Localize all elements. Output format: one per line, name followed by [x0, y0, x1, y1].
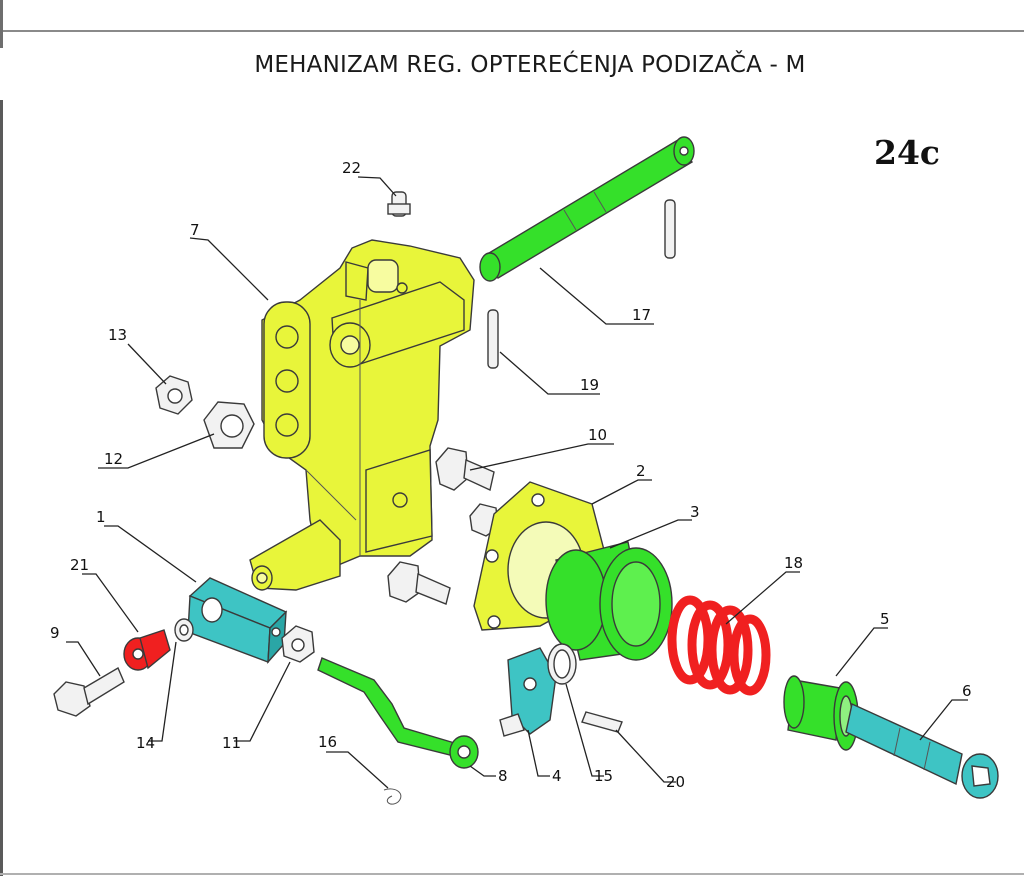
part-11-nut: [281, 625, 315, 663]
part-21-fitting: [123, 629, 171, 671]
part-15-ring: [547, 643, 577, 685]
callout-19: 19: [580, 376, 599, 394]
part-5-sleeve: [783, 675, 859, 751]
callout-numbers: 22 7 13 12 17 19 10 2 3 18 5 6 1 21 9 14…: [50, 159, 972, 791]
frame-left-line-lower: [0, 100, 3, 876]
part-3-cylinder: [545, 541, 673, 661]
callout-16: 16: [318, 733, 337, 751]
part-18-spring: [667, 595, 771, 696]
part-7-housing: [249, 239, 475, 591]
callout-18: 18: [784, 554, 803, 572]
callout-6: 6: [962, 682, 972, 700]
part-6-bolt: [845, 703, 999, 799]
part-8-link-rod: [317, 657, 479, 769]
bolt-lower: [387, 561, 451, 605]
callout-10: 10: [588, 426, 607, 444]
diagram-title: MEHANIZAM REG. OPTEREĆENJA PODIZAČA - M: [254, 52, 806, 78]
callout-12: 12: [104, 450, 123, 468]
frame-bottom-line: [0, 873, 1024, 875]
pin-near-17: [664, 199, 676, 259]
part-19-pin: [487, 309, 499, 369]
callout-7: 7: [190, 221, 200, 239]
part-12-flange-nut: [203, 401, 255, 449]
sheet-code: 24c: [874, 133, 941, 172]
part-20-pin: [581, 711, 623, 733]
part-9-bolt: [53, 666, 125, 717]
part-14-washer: [174, 618, 194, 642]
callout-15: 15: [594, 767, 613, 785]
part-4-lever: [499, 647, 557, 737]
part-16-clip: [383, 788, 402, 805]
part-10-bolt: [435, 447, 495, 491]
callout-8: 8: [498, 767, 508, 785]
callout-11: 11: [222, 734, 241, 752]
callout-4: 4: [552, 767, 562, 785]
callout-5: 5: [880, 610, 890, 628]
callout-1: 1: [96, 508, 106, 526]
callout-22: 22: [342, 159, 361, 177]
callout-20: 20: [666, 773, 685, 791]
frame-left-line-upper: [0, 0, 3, 48]
part-13-nut: [155, 375, 193, 415]
frame-top-line: [0, 30, 1024, 32]
part-1-block: [187, 577, 288, 664]
callout-13: 13: [108, 326, 127, 344]
callout-3: 3: [690, 503, 700, 521]
part-22-grease-nipple: [387, 191, 411, 217]
callout-leaders: [66, 176, 968, 789]
callout-14: 14: [136, 734, 155, 752]
callout-2: 2: [636, 462, 646, 480]
callout-17: 17: [632, 306, 651, 324]
callout-21: 21: [70, 556, 89, 574]
part-17-shaft: [479, 136, 695, 282]
callout-9: 9: [50, 624, 60, 642]
